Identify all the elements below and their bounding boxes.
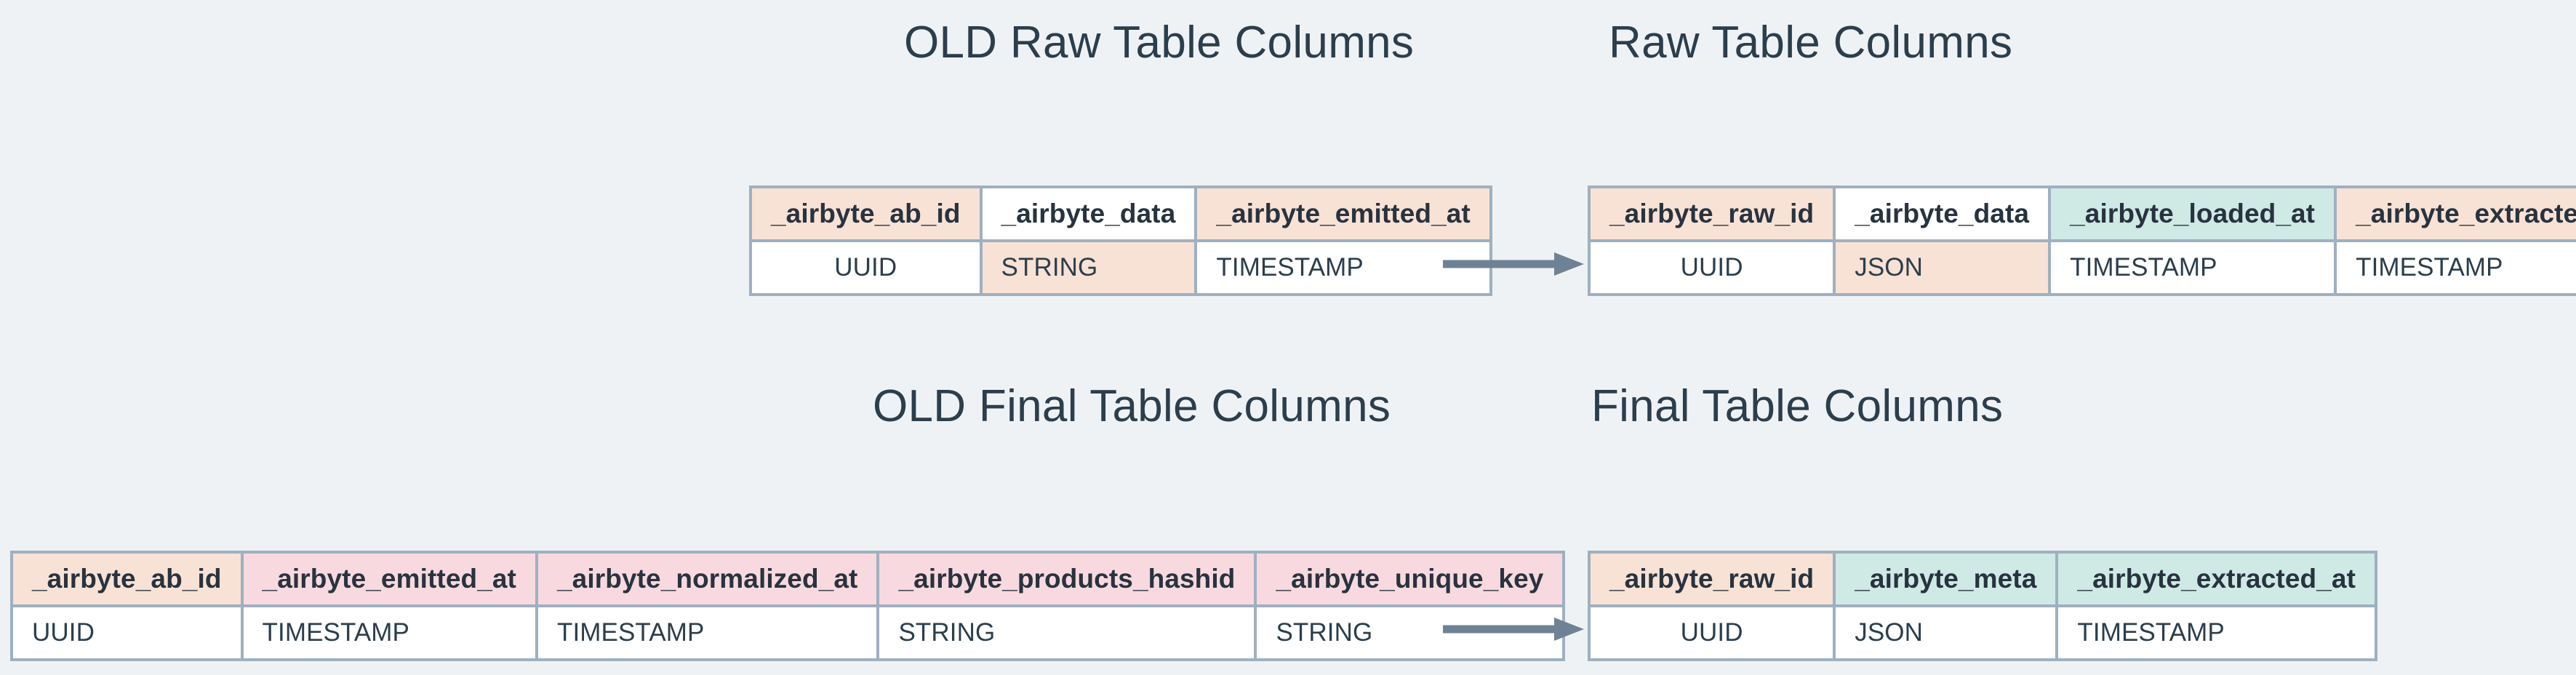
column-type-cell: TIMESTAMP xyxy=(2055,604,2377,661)
column-type-cell: TIMESTAMP xyxy=(2048,239,2337,296)
column-type-cell: STRING xyxy=(979,239,1198,296)
column-header-cell: _airbyte_raw_id xyxy=(1587,551,1836,607)
column-header-cell: _airbyte_meta xyxy=(1833,551,2059,607)
column-header-cell: _airbyte_data xyxy=(979,185,1198,242)
column-type-cell: JSON xyxy=(1833,239,2052,296)
column-type-cell: STRING xyxy=(876,604,1257,661)
arrow-right-icon xyxy=(1443,252,1584,276)
title-new-final-table: Final Table Columns xyxy=(1591,381,2004,431)
title-old-raw-table: OLD Raw Table Columns xyxy=(904,17,1415,68)
column-type-cell: UUID xyxy=(10,604,244,661)
arrow-right-icon xyxy=(1443,618,1584,641)
column-header-cell: _airbyte_emitted_at xyxy=(240,551,538,607)
column-type-cell: JSON xyxy=(1833,604,2059,661)
table-row-headers: _airbyte_raw_id _airbyte_meta _airbyte_e… xyxy=(1587,551,2377,607)
column-header-cell: _airbyte_ab_id xyxy=(749,185,983,242)
column-header-cell: _airbyte_unique_key xyxy=(1254,551,1566,607)
column-header-cell: _airbyte_products_hashid xyxy=(876,551,1257,607)
column-type-cell: UUID xyxy=(1587,239,1836,296)
column-type-cell: TIMESTAMP xyxy=(1194,239,1492,296)
table-row-headers: _airbyte_raw_id _airbyte_data _airbyte_l… xyxy=(1587,185,2576,242)
title-new-raw-table: Raw Table Columns xyxy=(1609,17,2013,68)
table-row-types: UUID JSON TIMESTAMP TIMESTAMP xyxy=(1587,239,2576,296)
table-row-headers: _airbyte_ab_id _airbyte_data _airbyte_em… xyxy=(749,185,1492,242)
column-header-cell: _airbyte_raw_id xyxy=(1587,185,1836,242)
column-type-cell: UUID xyxy=(749,239,983,296)
table-row-types: UUID TIMESTAMP TIMESTAMP STRING STRING xyxy=(10,604,1566,661)
table-old-raw-columns: _airbyte_ab_id _airbyte_data _airbyte_em… xyxy=(749,185,1492,296)
column-type-cell: UUID xyxy=(1587,604,1836,661)
table-new-final-columns: _airbyte_raw_id _airbyte_meta _airbyte_e… xyxy=(1587,551,2377,661)
table-row-types: UUID JSON TIMESTAMP xyxy=(1587,604,2377,661)
column-type-cell: TIMESTAMP xyxy=(2334,239,2576,296)
table-old-final-columns: _airbyte_ab_id _airbyte_emitted_at _airb… xyxy=(10,551,1566,661)
column-header-cell: _airbyte_extracted_at xyxy=(2055,551,2377,607)
table-new-raw-columns: _airbyte_raw_id _airbyte_data _airbyte_l… xyxy=(1587,185,2576,296)
table-row-types: UUID STRING TIMESTAMP xyxy=(749,239,1492,296)
title-old-final-table: OLD Final Table Columns xyxy=(873,381,1391,431)
column-type-cell: TIMESTAMP xyxy=(535,604,880,661)
column-header-cell: _airbyte_loaded_at xyxy=(2048,185,2337,242)
column-header-cell: _airbyte_extracted_at xyxy=(2334,185,2576,242)
column-header-cell: _airbyte_data xyxy=(1833,185,2052,242)
column-header-cell: _airbyte_emitted_at xyxy=(1194,185,1492,242)
column-header-cell: _airbyte_ab_id xyxy=(10,551,244,607)
column-header-cell: _airbyte_normalized_at xyxy=(535,551,880,607)
column-type-cell: TIMESTAMP xyxy=(240,604,538,661)
table-row-headers: _airbyte_ab_id _airbyte_emitted_at _airb… xyxy=(10,551,1566,607)
